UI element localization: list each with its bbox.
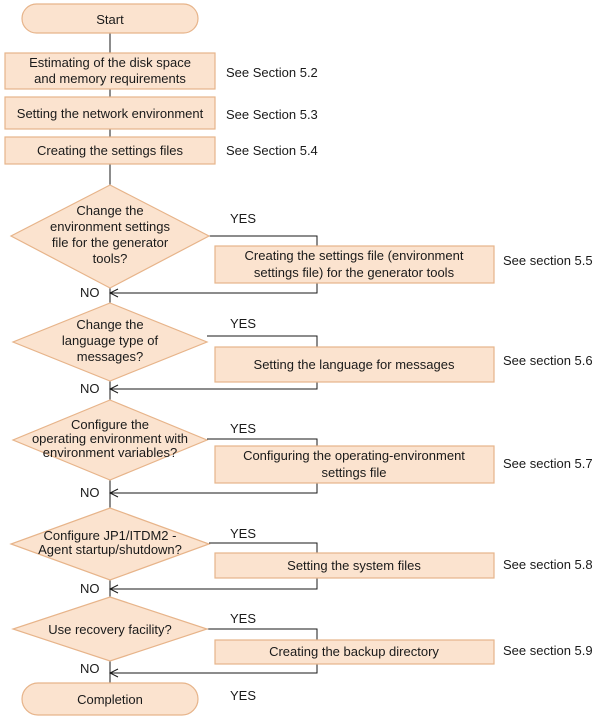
- decision-question-line: Configure JP1/ITDM2 -: [44, 528, 177, 543]
- start-node: Start: [21, 3, 199, 34]
- decision-question-line: Configure the: [71, 417, 149, 432]
- decision-question-line: environment variables?: [43, 445, 177, 460]
- connectors: [110, 33, 318, 683]
- action-message-language: Setting the language for messages: [214, 346, 495, 383]
- decision-recovery-facility: Use recovery facility?: [11, 596, 209, 662]
- decision-message-language: Change the language type of messages?: [11, 302, 209, 382]
- step-label-line: Creating the settings files: [37, 143, 183, 158]
- step-settings-files: Creating the settings files: [4, 136, 216, 165]
- step-label-line: Estimating of the disk space: [29, 55, 191, 70]
- start-label: Start: [96, 12, 124, 27]
- action-label-line: settings file) for the generator tools: [254, 265, 455, 280]
- no-label: NO: [80, 661, 100, 676]
- yes-label: YES: [230, 421, 256, 436]
- step-label-line: and memory requirements: [34, 71, 186, 86]
- no-label: NO: [80, 485, 100, 500]
- step-disk-memory: Estimating of the disk space and memory …: [4, 52, 216, 90]
- step-network: Setting the network environment: [4, 96, 216, 130]
- action-generator-settings: Creating the settings file (environment …: [214, 245, 495, 284]
- action-label-line: Setting the language for messages: [254, 357, 455, 372]
- decision-question-line: tools?: [93, 251, 128, 266]
- action-system-files: Setting the system files: [214, 552, 495, 579]
- decision-question-line: Use recovery facility?: [48, 622, 172, 637]
- decision-agent-startup: Configure JP1/ITDM2 - Agent startup/shut…: [9, 507, 211, 581]
- step-reference: See Section 5.3: [226, 107, 318, 122]
- action-label-line: Creating the settings file (environment: [245, 248, 464, 263]
- yes-label: YES: [230, 688, 256, 703]
- decision-question-line: environment settings: [50, 219, 170, 234]
- yes-label: YES: [230, 211, 256, 226]
- yes-label: YES: [230, 526, 256, 541]
- action-reference: See section 5.8: [503, 557, 593, 572]
- action-label-line: Setting the system files: [287, 558, 421, 573]
- yes-label: YES: [230, 316, 256, 331]
- decision-question-line: language type of: [62, 333, 159, 348]
- action-reference: See section 5.5: [503, 253, 593, 268]
- decision-environment-variables: Configure the operating environment with…: [11, 399, 209, 481]
- decision-generator-settings: Change the environment settings file for…: [9, 184, 211, 289]
- completion-node: Completion: [21, 682, 199, 716]
- decision-question-line: Change the: [76, 203, 143, 218]
- decision-question-line: messages?: [77, 349, 143, 364]
- completion-label: Completion: [77, 692, 143, 707]
- step-reference: See Section 5.4: [226, 143, 318, 158]
- decision-question-line: Change the: [76, 317, 143, 332]
- decision-question-line: operating environment with: [32, 431, 188, 446]
- decision-question-line: Agent startup/shutdown?: [38, 542, 182, 557]
- decision-question-line: file for the generator: [52, 235, 169, 250]
- action-backup-directory: Creating the backup directory: [214, 639, 495, 665]
- action-reference: See section 5.6: [503, 353, 593, 368]
- action-reference: See section 5.7: [503, 456, 593, 471]
- yes-label: YES: [230, 611, 256, 626]
- action-operating-environment: Configuring the operating-environment se…: [214, 445, 495, 484]
- no-label: NO: [80, 581, 100, 596]
- action-label-line: settings file: [321, 465, 386, 480]
- no-label: NO: [80, 381, 100, 396]
- action-label-line: Configuring the operating-environment: [243, 448, 465, 463]
- step-label-line: Setting the network environment: [17, 106, 204, 121]
- no-label: NO: [80, 285, 100, 300]
- step-reference: See Section 5.2: [226, 65, 318, 80]
- action-reference: See section 5.9: [503, 643, 593, 658]
- action-label-line: Creating the backup directory: [269, 644, 439, 659]
